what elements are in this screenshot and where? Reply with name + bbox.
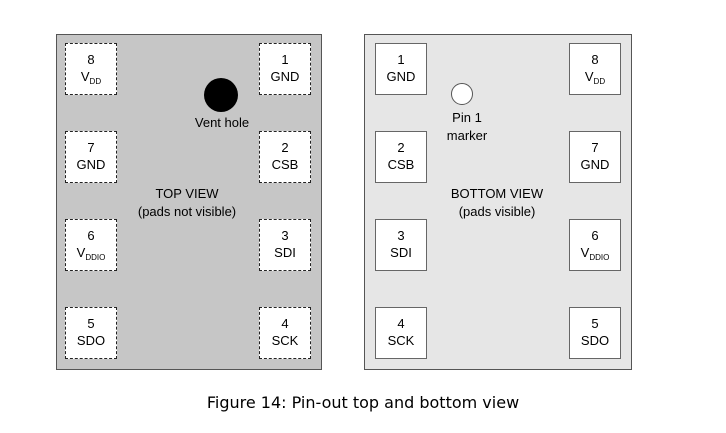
bottom-pad-7: 7 GND [569,131,621,183]
top-pad-1: 1 GND [259,43,311,95]
bottom-pad-1: 1 GND [375,43,427,95]
pad-number: 4 [281,316,289,331]
pad-number: 5 [87,316,95,331]
bottom-pad-4: 4 SCK [375,307,427,359]
pad-number: 3 [281,228,289,243]
bottom-pad-3: 3 SDI [375,219,427,271]
pad-signal: GND [580,157,610,172]
pad-signal: CSB [271,157,299,172]
pad-number: 8 [591,52,599,67]
bottom-pad-8: 8 VDD [569,43,621,95]
pad-signal: SDO [580,333,610,348]
pad-signal: GND [76,157,106,172]
pad-signal: VDD [584,69,606,86]
top-pad-5: 5 SDO [65,307,117,359]
top-view-package: 8 VDD 1 GND 7 GND 2 CSB 6 VDDIO 3 SDI 5 … [56,34,322,370]
pad-number: 2 [397,140,405,155]
pin1-marker-label-line2: marker [446,128,488,143]
pad-number: 1 [397,52,405,67]
pin1-marker-label-line1: Pin 1 [452,110,482,125]
pad-number: 3 [397,228,405,243]
bottom-view-package: 1 GND 8 VDD 2 CSB 7 GND 3 SDI 6 VDDIO 4 … [364,34,632,370]
vent-hole-icon [204,78,238,112]
pad-number: 7 [591,140,599,155]
pad-number: 1 [281,52,289,67]
pad-number: 4 [397,316,405,331]
top-pad-7: 7 GND [65,131,117,183]
pad-signal: SCK [387,333,415,348]
pad-signal: GND [386,69,416,84]
pad-signal: SDI [390,245,412,260]
vent-hole-label: Vent hole [194,115,250,130]
top-pad-3: 3 SDI [259,219,311,271]
bottom-pad-6: 6 VDDIO [569,219,621,271]
top-pad-4: 4 SCK [259,307,311,359]
top-view-subtitle: (pads not visible) [137,204,237,219]
bottom-view-subtitle: (pads visible) [458,204,536,219]
pad-signal: VDDIO [76,245,106,262]
pad-signal: GND [270,69,300,84]
pad-signal: CSB [387,157,415,172]
pad-number: 8 [87,52,95,67]
pad-signal: VDDIO [580,245,610,262]
pad-number: 6 [591,228,599,243]
bottom-view-title: BOTTOM VIEW [450,186,544,201]
pad-signal: VDD [80,69,102,86]
figure-caption: Figure 14: Pin-out top and bottom view [206,393,520,412]
top-pad-2: 2 CSB [259,131,311,183]
pin1-marker-icon [451,83,473,105]
top-pad-6: 6 VDDIO [65,219,117,271]
pad-signal: SDI [274,245,296,260]
top-pad-8: 8 VDD [65,43,117,95]
pad-signal: SDO [76,333,106,348]
pad-number: 2 [281,140,289,155]
pad-signal: SCK [271,333,299,348]
bottom-pad-2: 2 CSB [375,131,427,183]
pad-number: 6 [87,228,95,243]
pad-number: 7 [87,140,95,155]
pad-number: 5 [591,316,599,331]
top-view-title: TOP VIEW [155,186,219,201]
bottom-pad-5: 5 SDO [569,307,621,359]
